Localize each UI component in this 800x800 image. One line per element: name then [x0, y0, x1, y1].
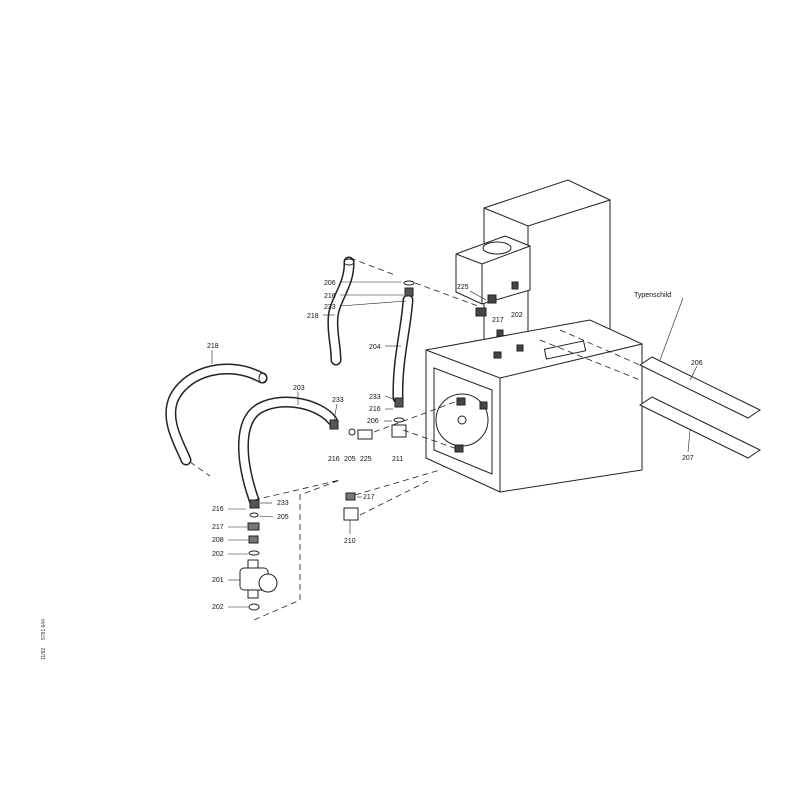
label-208: 208 — [212, 537, 224, 544]
label-216: 216 — [324, 293, 336, 300]
label-233: 233 — [277, 500, 289, 507]
drawing-date: 11/92 — [41, 648, 47, 660]
label-216: 216 — [369, 406, 381, 413]
mounting-rails — [638, 356, 762, 459]
label-typenschild: Typenschild — [634, 292, 671, 299]
label-217: 217 — [363, 494, 375, 501]
label-210: 210 — [344, 538, 356, 545]
label-218: 218 — [307, 313, 319, 320]
label-202: 202 — [511, 312, 523, 319]
small-parts — [247, 280, 415, 611]
label-205: 205 — [277, 514, 289, 521]
label-225: 225 — [457, 284, 469, 291]
label-leaders — [211, 281, 698, 608]
label-225: 225 — [360, 456, 372, 463]
label-206: 206 — [324, 280, 336, 287]
dashed-assembly-lines — [189, 257, 641, 621]
label-206: 206 — [691, 360, 703, 367]
hoses — [165, 256, 414, 506]
circulation-pump — [239, 559, 278, 599]
label-207: 207 — [682, 455, 694, 462]
drawing-number: 5781 644 — [41, 619, 47, 640]
storage-tank — [425, 319, 643, 493]
label-202: 202 — [212, 551, 224, 558]
label-204: 204 — [369, 344, 381, 351]
label-233: 233 — [324, 304, 336, 311]
label-233: 233 — [369, 394, 381, 401]
label-216: 216 — [328, 456, 340, 463]
label-211: 211 — [392, 456, 403, 463]
part-labels: 206 216 233 218 204 218 203 233 233 216 … — [207, 280, 703, 611]
label-205: 205 — [344, 456, 356, 463]
label-218: 218 — [207, 343, 219, 350]
label-202: 202 — [212, 604, 224, 611]
label-217: 217 — [492, 317, 504, 324]
label-206: 206 — [367, 418, 379, 425]
label-203: 203 — [293, 385, 305, 392]
label-233: 233 — [332, 397, 344, 404]
label-216: 216 — [212, 506, 224, 513]
label-201: 201 — [212, 577, 224, 584]
fittings — [454, 281, 524, 453]
label-217: 217 — [212, 524, 224, 531]
